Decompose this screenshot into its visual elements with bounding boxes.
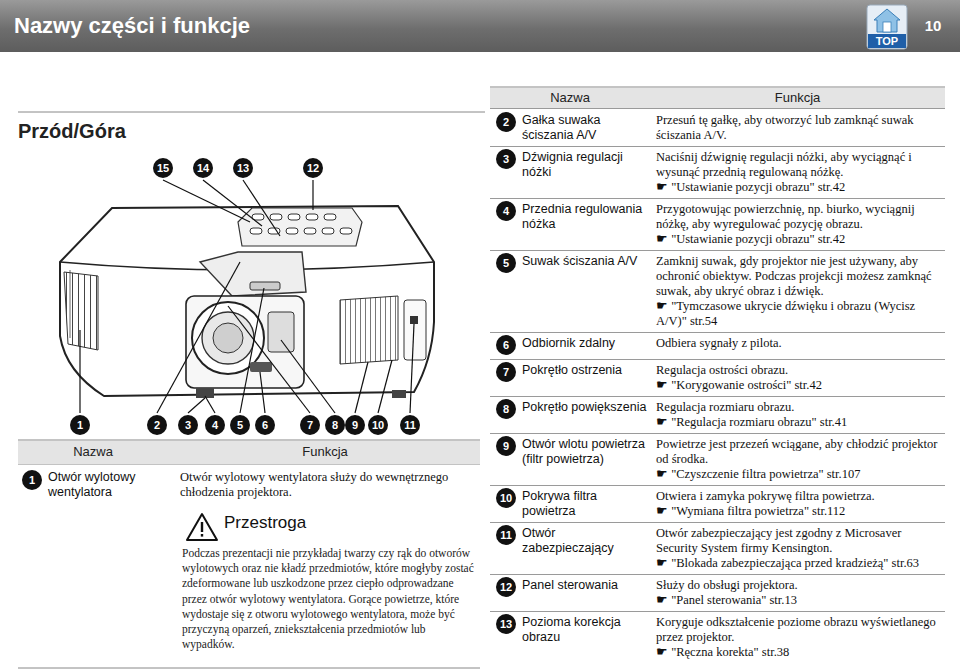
part-function: Otwór wylotowy wentylatora służy do wewn… <box>180 470 476 500</box>
part-name: Suwak ściszania A/V <box>522 254 650 269</box>
part-function: Zamknij suwak, gdy projektor nie jest uż… <box>656 254 943 299</box>
part-name: Odbiornik zdalny <box>522 336 650 351</box>
part-name: Pokrętło ostrzenia <box>522 363 650 378</box>
callout-number: 2 <box>496 112 516 132</box>
callout-number: 13 <box>233 158 253 178</box>
page-title: Nazwy części i funkcje <box>14 13 250 39</box>
callout-number: 6 <box>255 415 275 435</box>
callout-number: 15 <box>153 158 173 178</box>
callout-number: 5 <box>496 253 516 273</box>
callout-number: 7 <box>496 362 516 382</box>
part-function: Przesuń tę gałkę, aby otworzyć lub zamkn… <box>656 113 943 143</box>
callout-number: 12 <box>303 158 323 178</box>
table-header: Funkcja <box>650 90 945 105</box>
part-function: ☛ "Tymczasowe ukrycie dźwięku i obrazu (… <box>656 299 943 329</box>
callout-number: 4 <box>496 201 516 221</box>
part-function: ☛ "Ustawianie pozycji obrazu" str.42 <box>656 180 943 195</box>
row-separator <box>490 396 945 397</box>
part-name: Przednia regulowania nóżka <box>522 202 650 232</box>
part-function: Przygotowując powierzchnię, np. biurko, … <box>656 202 943 232</box>
callout-number: 1 <box>70 415 90 435</box>
callout-number: 3 <box>178 415 198 435</box>
row-separator <box>490 250 945 251</box>
callout-number: 4 <box>205 415 225 435</box>
row-separator <box>490 198 945 199</box>
part-name: Gałka suwaka ściszania A/V <box>522 113 650 143</box>
callout-number: 10 <box>368 415 388 435</box>
part-function: Otwór zabezpieczający jest zgodny z Micr… <box>656 526 943 556</box>
row-separator <box>490 146 945 147</box>
callout-number: 2 <box>147 415 167 435</box>
part-function: ☛ "Czyszczenie filtra powietrza" str.107 <box>656 467 943 482</box>
callout-number: 9 <box>496 436 516 456</box>
part-name: Pozioma korekcja obrazu <box>522 615 650 645</box>
part-function: Otwiera i zamyka pokrywę filtra powietrz… <box>656 489 943 504</box>
part-function: ☛ "Blokada zabezpieczająca przed kradzie… <box>656 556 943 571</box>
callout-number: 14 <box>193 158 213 178</box>
caution-heading: Przestroga <box>224 513 306 533</box>
part-name: Dźwignia regulacji nóżki <box>522 150 650 180</box>
callout-number: 7 <box>300 415 320 435</box>
callout-number: 6 <box>496 335 516 355</box>
part-name: Panel sterowania <box>522 578 650 593</box>
callout-number: 3 <box>496 149 516 169</box>
page-number: 10 <box>918 17 948 34</box>
callout-number: 8 <box>496 399 516 419</box>
part-function: ☛ "Korygowanie ostrości" str.42 <box>656 378 943 393</box>
callout-number: 8 <box>325 415 345 435</box>
part-function: ☛ "Regulacja rozmiaru obrazu" str.41 <box>656 415 943 430</box>
part-function: Powietrze jest przezeń wciągane, aby chł… <box>656 437 943 467</box>
section-heading: Przód/Góra <box>18 120 126 143</box>
part-function: Naciśnij dźwignię regulacji nóżki, aby w… <box>656 150 943 180</box>
part-function: ☛ "Ustawianie pozycji obrazu" str.42 <box>656 232 943 247</box>
row-separator <box>490 359 945 360</box>
callout-number: 11 <box>400 415 420 435</box>
table-header: Nazwa <box>490 90 650 105</box>
part-function: Regulacja ostrości obrazu. <box>656 363 943 378</box>
row-separator <box>490 433 945 434</box>
row-separator <box>490 574 945 575</box>
part-function: Odbiera sygnały z pilota. <box>656 336 943 351</box>
part-name: Otwór zabezpieczający <box>522 526 650 556</box>
callout-number: 11 <box>496 525 516 545</box>
row-separator <box>490 485 945 486</box>
part-name: Otwór wlotu powietrza (filtr powietrza) <box>522 437 650 467</box>
row-separator <box>490 332 945 333</box>
callout-number: 5 <box>230 415 250 435</box>
part-function: Regulacja rozmiaru obrazu. <box>656 400 943 415</box>
callout-number: 1 <box>22 470 42 490</box>
table-header: Nazwa <box>18 444 168 459</box>
part-function: Koryguje odkształcenie poziome obrazu wy… <box>656 615 943 645</box>
table-header: Funkcja <box>170 444 480 459</box>
part-name: Pokrętło powiększenia <box>522 400 650 415</box>
part-name: Otwór wylotowy wentylatora <box>48 470 170 500</box>
row-separator <box>490 611 945 612</box>
top-label: TOP <box>866 34 908 48</box>
row-separator <box>490 522 945 523</box>
row-separator <box>490 108 945 109</box>
caution-text: Podczas prezentacji nie przykładaj twarz… <box>182 546 476 652</box>
callout-number: 13 <box>496 614 516 634</box>
part-name: Pokrywa filtra powietrza <box>522 489 650 519</box>
part-function: ☛ "Ręczna korekta" str.38 <box>656 645 943 660</box>
part-function: Służy do obsługi projektora. <box>656 578 943 593</box>
callout-number: 9 <box>345 415 365 435</box>
callout-number: 10 <box>496 488 516 508</box>
part-function: ☛ "Wymiana filtra powietrza" str.112 <box>656 504 943 519</box>
top-icon: TOP <box>866 4 908 50</box>
callout-number: 12 <box>496 577 516 597</box>
part-function: ☛ "Panel sterowania" str.13 <box>656 593 943 608</box>
